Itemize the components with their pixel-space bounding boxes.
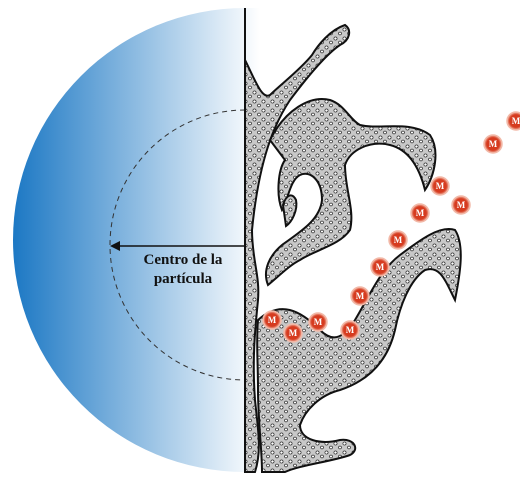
center-label-line2: partícula xyxy=(154,271,213,287)
molecule: M xyxy=(484,135,502,153)
molecule: M xyxy=(452,196,470,214)
molecule-label: M xyxy=(376,262,385,272)
molecule: M xyxy=(309,313,327,331)
pore-small-channel xyxy=(283,195,296,226)
molecule: M xyxy=(431,177,449,195)
molecule: M xyxy=(284,324,302,342)
molecule-label: M xyxy=(457,200,466,210)
molecule-label: M xyxy=(314,317,323,327)
center-label-line1: Centro de la xyxy=(144,252,223,268)
molecule-label: M xyxy=(394,235,403,245)
molecule: M xyxy=(341,321,359,339)
particle-cross-section xyxy=(13,8,260,472)
molecule-label: M xyxy=(346,325,355,335)
molecule-label: M xyxy=(268,315,277,325)
molecule: M xyxy=(411,204,429,222)
molecule-label: M xyxy=(489,139,498,149)
molecule: M xyxy=(389,231,407,249)
molecule: M xyxy=(507,112,520,130)
pore-network xyxy=(245,25,461,472)
molecule: M xyxy=(351,287,369,305)
molecule: M xyxy=(371,258,389,276)
molecule-label: M xyxy=(289,328,298,338)
molecule: M xyxy=(263,311,281,329)
molecule-label: M xyxy=(416,208,425,218)
molecule-label: M xyxy=(436,181,445,191)
molecule-label: M xyxy=(512,116,520,126)
molecule-label: M xyxy=(356,291,365,301)
